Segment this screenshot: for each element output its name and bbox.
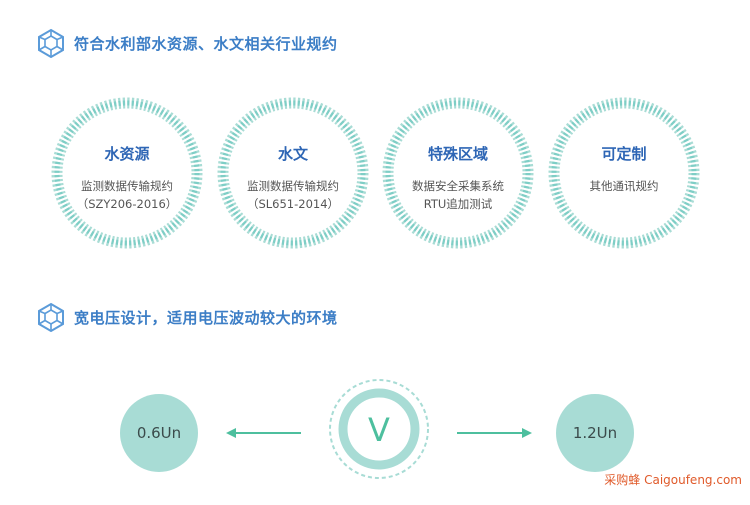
dashed-ring [217,97,369,249]
dashed-ring [548,97,700,249]
protocol-line2: （SL651-2014） [246,197,340,211]
protocol-line2: （SZY206-2016） [76,197,178,211]
protocol-card-special-area: 特殊区域 数据安全采集系统 RTU追加测试 [381,96,535,250]
protocol-card-customizable: 可定制 其他通讯规约 [547,96,701,250]
protocol-line2: RTU追加测试 [423,197,493,211]
protocol-line1: 其他通讯规约 [589,179,659,193]
protocol-card-hydrology: 水文 监测数据传输规约 （SL651-2014） [216,96,370,250]
voltage-center-badge: V [327,377,431,481]
protocol-line1: 数据安全采集系统 [412,179,504,193]
voltage-center-rings: V [329,379,429,479]
cube-icon [38,28,64,58]
protocol-line1: 监测数据传输规约 [81,179,173,193]
dashed-ring [382,97,534,249]
voltage-low-circle: 0.6Un [120,394,198,472]
arrow-left-icon [226,428,301,438]
arrow-right-icon [457,428,532,438]
watermark: 采购蜂 Caigoufeng.com [604,473,742,487]
dashed-ring [51,97,203,249]
protocol-title: 可定制 [601,145,647,163]
voltage-high-circle: 1.2Un [556,394,634,472]
protocol-card-water-resources: 水资源 监测数据传输规约 （SZY206-2016） [50,96,204,250]
cube-icon [38,302,64,332]
protocol-title: 水文 [277,145,308,163]
section-header-protocols: 符合水利部水资源、水文相关行业规约 [36,28,338,58]
protocol-title: 特殊区域 [427,145,488,163]
section-title-protocols: 符合水利部水资源、水文相关行业规约 [74,34,338,53]
protocol-line1: 监测数据传输规约 [247,179,339,193]
voltage-low-label: 0.6Un [136,424,182,442]
voltage-center-label: V [368,411,390,449]
protocol-title: 水资源 [104,145,150,163]
section-title-voltage: 宽电压设计，适用电压波动较大的环境 [74,308,338,327]
section-header-voltage: 宽电压设计，适用电压波动较大的环境 [36,302,338,332]
voltage-high-label: 1.2Un [572,424,618,442]
